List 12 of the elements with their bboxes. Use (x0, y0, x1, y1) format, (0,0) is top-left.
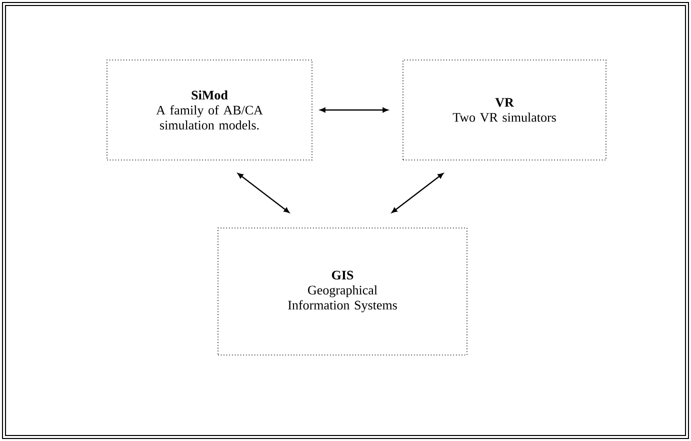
box-heading: VR (495, 98, 514, 107)
box-heading: SiMod (192, 90, 228, 100)
arrow (238, 173, 290, 213)
dotted-box (218, 228, 468, 356)
dotted-box (106, 60, 312, 160)
dotted-box (402, 60, 606, 160)
box-text: Geographical Information Systems (288, 285, 397, 312)
box-text: A family of AB/CA simulation models. (156, 105, 263, 130)
arrow (392, 173, 444, 213)
box-text: Two VR simulators (452, 112, 556, 122)
box-heading: GIS (332, 270, 354, 280)
arrow (320, 108, 388, 112)
